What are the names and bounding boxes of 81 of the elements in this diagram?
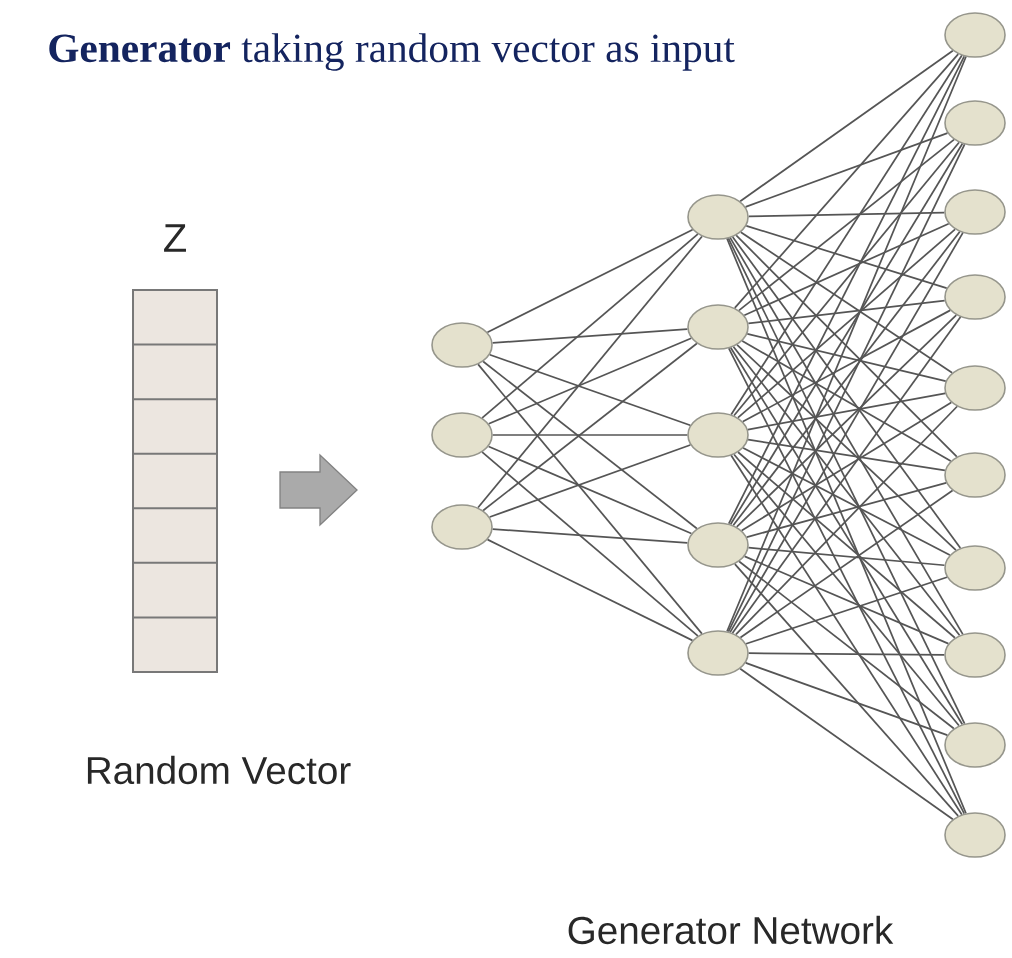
connection-line xyxy=(735,405,958,636)
connection-line xyxy=(482,360,698,530)
neuron-circle xyxy=(687,630,749,676)
neuron-circle xyxy=(944,812,1006,858)
connection-line xyxy=(742,309,951,423)
connection-line xyxy=(488,444,692,518)
connection-line xyxy=(746,482,947,538)
connection-line xyxy=(481,233,699,419)
connection-line xyxy=(746,333,947,382)
connection-line xyxy=(744,662,949,736)
connection-line xyxy=(738,560,955,730)
connection-line xyxy=(727,237,966,725)
neuron-circle xyxy=(944,632,1006,678)
neuron-circle xyxy=(944,100,1006,146)
connection-line xyxy=(726,55,967,633)
connection-line xyxy=(747,211,946,218)
connection-line xyxy=(739,489,954,639)
connection-line xyxy=(734,563,959,817)
connection-line xyxy=(740,401,953,532)
connection-line xyxy=(729,346,964,726)
connection-line xyxy=(744,132,949,208)
connection-line xyxy=(737,228,956,419)
neuron-circle xyxy=(431,412,493,458)
connection-line xyxy=(491,328,689,344)
connection-line xyxy=(747,546,946,567)
vector-name: Z xyxy=(164,224,186,252)
connection-line xyxy=(481,451,699,637)
connection-line xyxy=(733,141,960,417)
connection-line xyxy=(747,392,946,431)
connection-line xyxy=(727,55,966,525)
connection-line xyxy=(747,652,946,656)
neuron-circle xyxy=(944,12,1006,58)
neuron-circle xyxy=(687,304,749,350)
neuron-circle xyxy=(687,194,749,240)
connection-line xyxy=(742,447,951,556)
connection-line xyxy=(745,576,948,645)
connection-line xyxy=(738,138,955,312)
connection-line xyxy=(743,555,950,645)
connection-line xyxy=(487,337,693,425)
neuron-circle xyxy=(687,412,749,458)
connection-line xyxy=(730,54,963,416)
connection-line xyxy=(736,344,957,551)
connection-line xyxy=(726,237,967,815)
neuron-circle xyxy=(431,504,493,550)
connection-line xyxy=(486,538,694,642)
connection-line xyxy=(491,434,689,436)
neuron-circle xyxy=(944,452,1006,498)
connection-line xyxy=(747,438,946,472)
connection-line xyxy=(491,528,689,544)
connection-line xyxy=(739,667,954,821)
connection-line xyxy=(735,314,958,528)
neuron-circle xyxy=(944,545,1006,591)
neuron-circle xyxy=(944,722,1006,768)
neuron-circle xyxy=(944,274,1006,320)
connection-line xyxy=(737,451,956,639)
connection-line xyxy=(743,222,950,317)
connection-line xyxy=(729,142,964,526)
neuron-circle xyxy=(944,365,1006,411)
connection-line xyxy=(477,363,703,635)
connection-line xyxy=(730,454,963,816)
neuron-circle xyxy=(944,189,1006,235)
connection-line xyxy=(733,453,960,727)
connection-line xyxy=(482,342,698,512)
neuron-circle xyxy=(431,322,493,368)
connection-line xyxy=(487,445,693,535)
connection-line xyxy=(727,143,966,633)
connection-line xyxy=(741,340,952,462)
network-caption: Generator Network xyxy=(568,915,894,945)
title: Generator taking random vector as input xyxy=(49,33,735,71)
connection-line xyxy=(488,353,692,427)
connection-line xyxy=(477,235,703,509)
connection-line xyxy=(747,299,946,325)
connection-line xyxy=(745,224,948,290)
connection-line xyxy=(739,49,954,203)
connection-line xyxy=(733,53,960,309)
vector-caption: Random Vector xyxy=(87,755,351,785)
connection-line xyxy=(486,228,694,334)
connection-line xyxy=(740,231,953,374)
connection-line xyxy=(735,234,958,458)
neuron-circle xyxy=(687,522,749,568)
connection-line xyxy=(727,347,966,815)
